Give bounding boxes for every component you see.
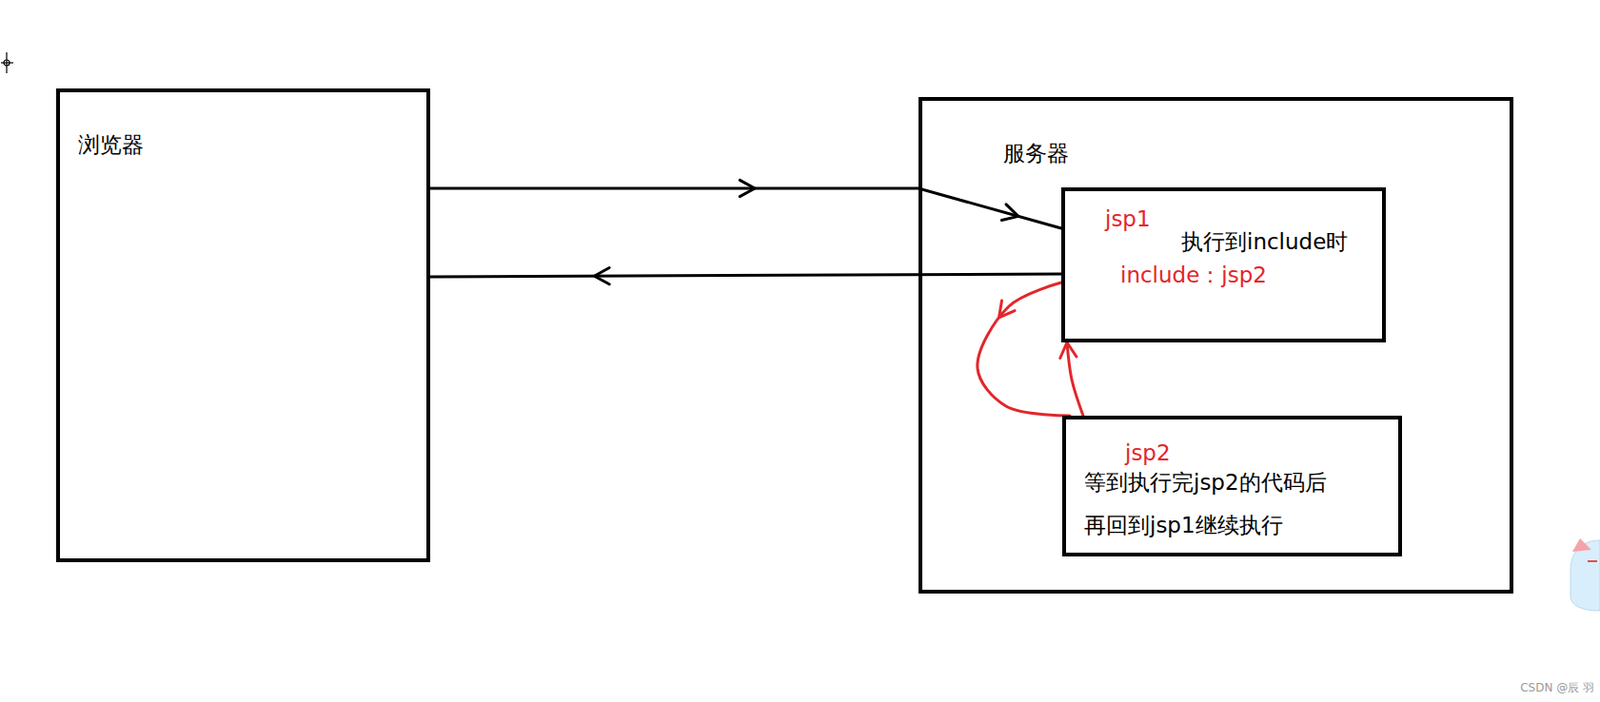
step-note: 执行到include时 [1181, 227, 1348, 257]
page-name: jsp1 [1105, 204, 1151, 234]
box-label: 服务器 [1003, 138, 1069, 168]
arrow-head [739, 179, 755, 197]
include-call-arrow [977, 282, 1070, 416]
jsp-box: jsp2等到执行完jsp2的代码后 再回到jsp1继续执行 [1062, 415, 1403, 557]
return-arrow [1060, 342, 1084, 416]
arrow-head [593, 268, 610, 285]
label-holder: CSDN @辰 羽 [1520, 681, 1595, 695]
connector-line [977, 282, 1070, 416]
box-label: 浏览器 [78, 130, 144, 159]
page-name: jsp2 [1125, 438, 1171, 468]
request-arrow [430, 179, 1062, 229]
step-note: 等到执行完jsp2的代码后 再回到jsp1继续执行 [1084, 461, 1391, 548]
arrow-head [1001, 204, 1019, 221]
connector-line [430, 274, 1062, 277]
arrow-head [999, 300, 1016, 318]
browser-box: 浏览器 [56, 88, 431, 563]
mascot-sticker [1570, 538, 1600, 612]
include-directive: include：jsp2 [1120, 260, 1267, 290]
arrow-head [1060, 342, 1077, 358]
jsp-box: jsp1 执行到include时include：jsp2 [1061, 187, 1386, 343]
server-box: 服务器 jsp1 执行到include时include：jsp2 jsp2等到执行完j… [918, 97, 1514, 594]
crosshair-icon [0, 52, 14, 74]
watermark: CSDN @辰 羽 [1520, 681, 1595, 695]
response-arrow [430, 268, 1062, 285]
